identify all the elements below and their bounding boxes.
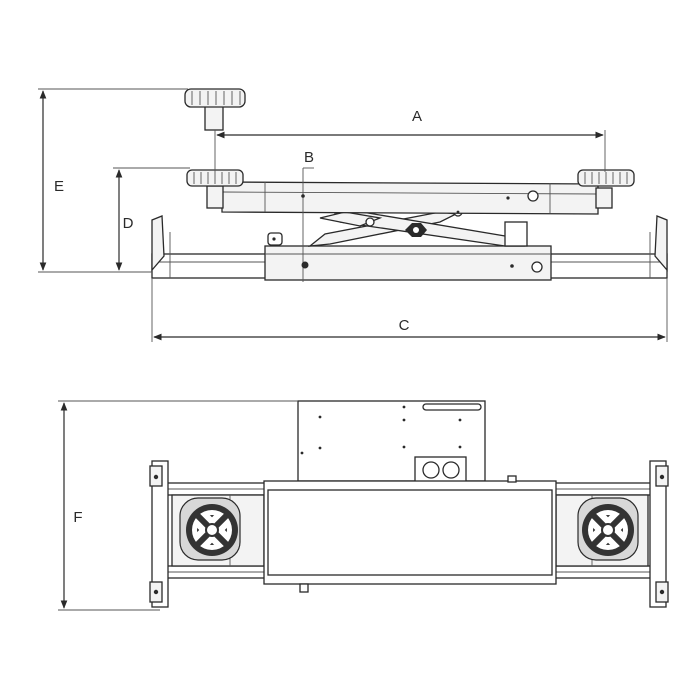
central-body-inner: [267, 489, 553, 576]
label-e: E: [54, 178, 64, 195]
side-view: [38, 88, 668, 342]
lower-body: [264, 245, 552, 281]
label-a: A: [412, 108, 422, 125]
dimension-d: [113, 167, 190, 271]
right-end-frame: [649, 460, 667, 608]
dimension-f: [58, 400, 298, 611]
dimension-e: [38, 88, 188, 273]
scissor-mechanism: [307, 207, 528, 247]
top-view: [149, 400, 669, 608]
raised-saddle-pad: [184, 88, 246, 108]
dimension-c: [151, 278, 668, 342]
left-end-bracket: [151, 215, 165, 272]
lower-pin: [531, 261, 543, 273]
left-end-frame: [151, 460, 169, 608]
raised-saddle-post: [204, 105, 224, 131]
label-f: F: [73, 509, 82, 526]
label-d: D: [123, 215, 134, 232]
dimension-a: [214, 130, 606, 172]
upper-beam: [221, 181, 599, 215]
right-saddle-top: [577, 497, 639, 561]
label-c: C: [399, 317, 410, 334]
left-saddle-top: [179, 497, 241, 561]
upper-pin: [527, 190, 539, 202]
left-saddle-post: [206, 185, 224, 209]
label-b: B: [304, 149, 314, 166]
right-end-bracket: [654, 215, 668, 272]
right-saddle-post: [595, 187, 613, 209]
